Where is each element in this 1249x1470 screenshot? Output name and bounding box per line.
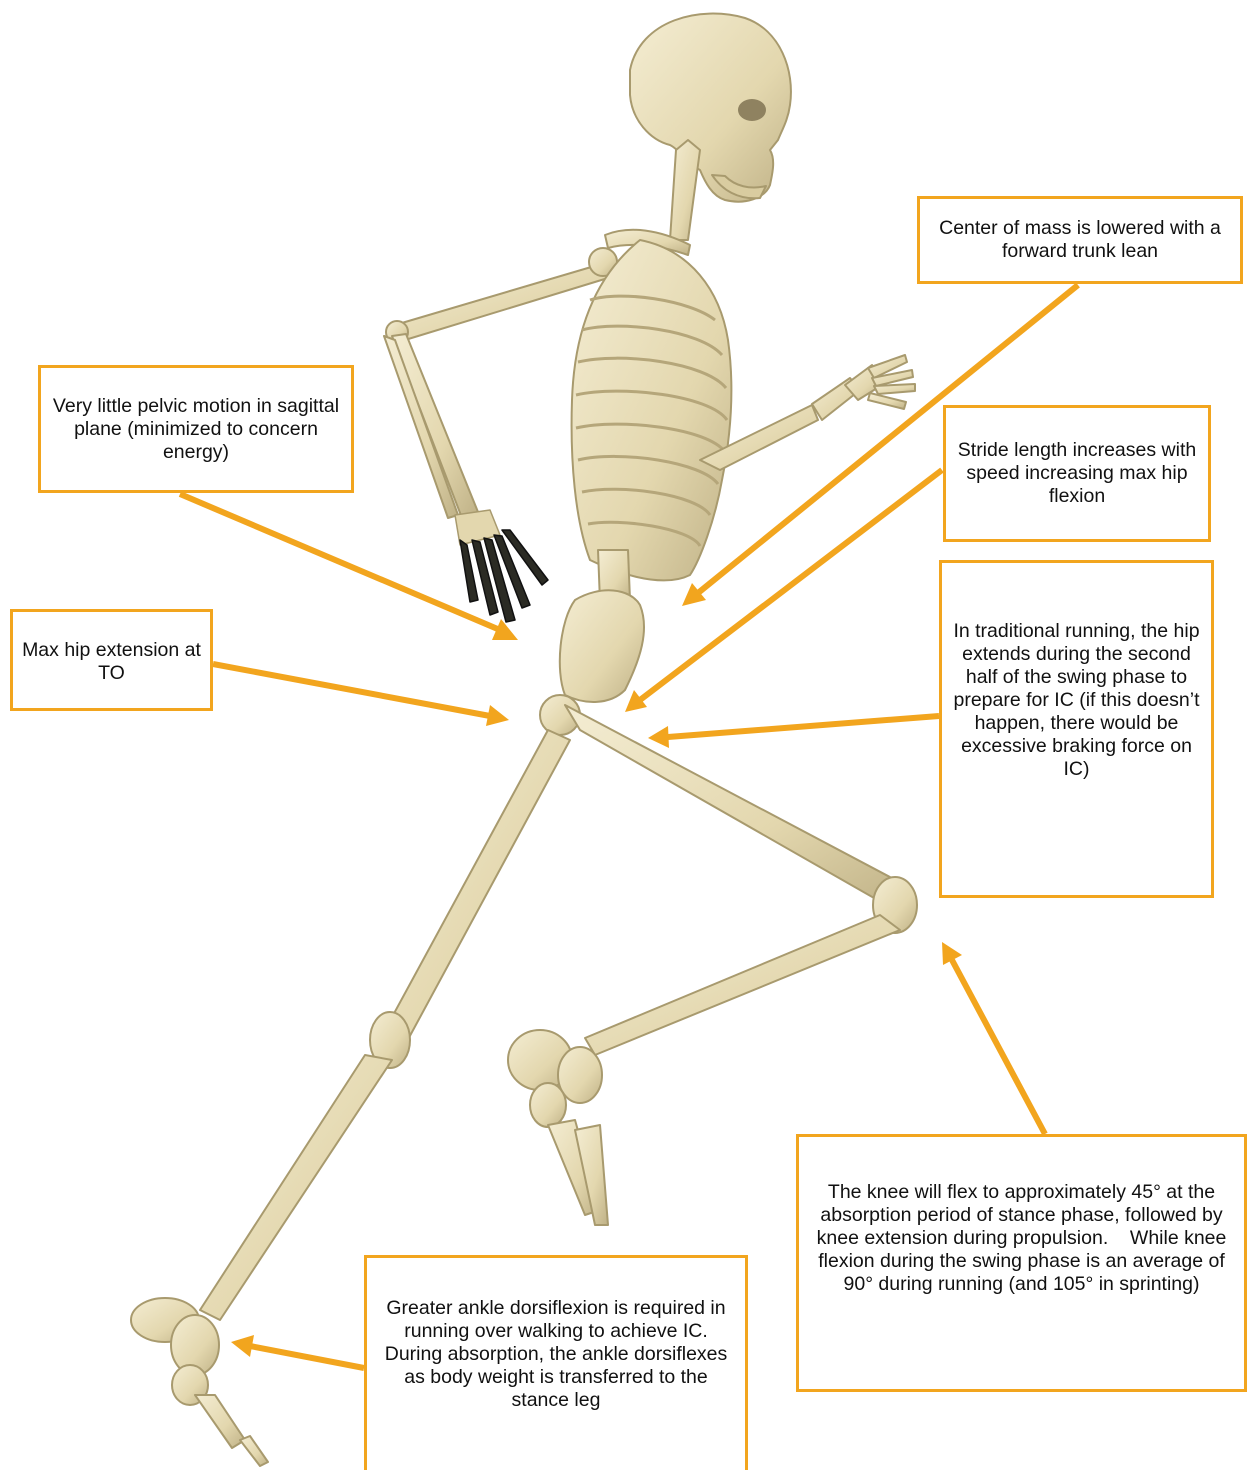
back-forearm — [392, 334, 478, 518]
cervical-spine — [670, 140, 700, 240]
pelvis — [560, 590, 644, 702]
front-hand — [845, 355, 915, 409]
stance-foot — [131, 1298, 268, 1466]
callout-knee-flexion: The knee will flex to approximately 45° … — [796, 1134, 1247, 1392]
callout-pelvic-motion-text: Very little pelvic motion in sagittal pl… — [47, 395, 345, 464]
back-humerus — [395, 265, 608, 340]
callout-pelvic-motion: Very little pelvic motion in sagittal pl… — [38, 365, 354, 493]
rib-cage — [572, 240, 732, 580]
callout-ankle-dorsiflexion: Greater ankle dorsiflexion is required i… — [364, 1255, 748, 1470]
back-hand — [455, 510, 548, 622]
arrow-hip-swing — [648, 716, 939, 748]
swing-tibia — [585, 915, 900, 1055]
callout-hip-swing-text: In traditional running, the hip extends … — [948, 620, 1205, 781]
arrow-ankle-dorsiflexion — [231, 1335, 364, 1368]
callout-ankle-dorsiflexion-text: Greater ankle dorsiflexion is required i… — [373, 1297, 739, 1412]
callout-max-hip-extension: Max hip extension at TO — [10, 609, 213, 711]
callout-center-of-mass-text: Center of mass is lowered with a forward… — [926, 217, 1234, 263]
callout-max-hip-extension-text: Max hip extension at TO — [19, 639, 204, 685]
swing-femur — [565, 705, 905, 910]
callout-knee-flexion-text: The knee will flex to approximately 45° … — [805, 1181, 1238, 1296]
callout-hip-swing: In traditional running, the hip extends … — [939, 560, 1214, 898]
arrow-max-hip-extension — [213, 664, 509, 726]
callout-stride-length-text: Stride length increases with speed incre… — [952, 439, 1202, 508]
back-forearm-2 — [384, 336, 458, 518]
callout-stride-length: Stride length increases with speed incre… — [943, 405, 1211, 542]
swing-foot — [508, 1030, 608, 1225]
eye-socket — [738, 99, 766, 121]
skull — [630, 14, 791, 202]
callout-center-of-mass: Center of mass is lowered with a forward… — [917, 196, 1243, 284]
arrow-knee-flexion — [942, 942, 1045, 1134]
stance-femur — [385, 730, 570, 1045]
